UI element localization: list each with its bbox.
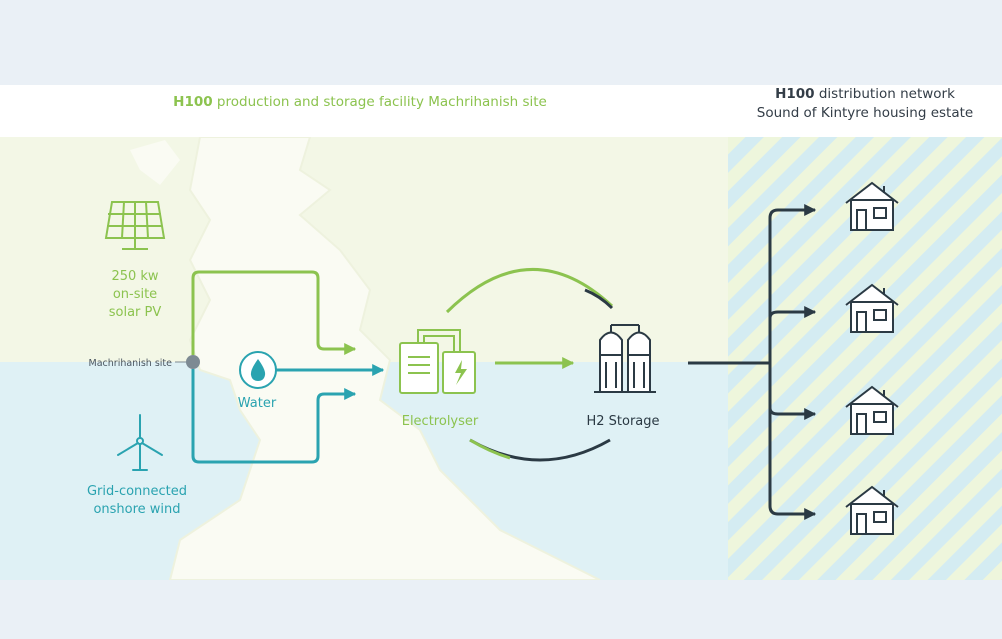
storage-label: H2 Storage bbox=[586, 414, 659, 429]
production-title-bold: H100 bbox=[173, 94, 213, 110]
electrolyser-label: Electrolyser bbox=[402, 414, 479, 429]
solar-panel-icon bbox=[104, 201, 166, 250]
solar-feed-line bbox=[191, 270, 357, 355]
distribution-title-bold: H100 bbox=[775, 86, 815, 102]
site-marker bbox=[186, 355, 200, 369]
distribution-title-rest: distribution network bbox=[818, 86, 955, 102]
solar-label-line-1: 250 kw bbox=[111, 269, 158, 284]
distribution-subtitle: Sound of Kintyre housing estate bbox=[756, 105, 974, 121]
top-margin bbox=[0, 0, 1002, 85]
upper-cycle-arc-end bbox=[584, 288, 614, 310]
house-icon bbox=[845, 283, 899, 333]
lower-cycle-arc-start bbox=[469, 438, 511, 460]
header-bar bbox=[0, 85, 1002, 137]
water-label: Water bbox=[238, 396, 277, 411]
h100-process-diagram: 250 kw on-site solar PV Grid-connected o… bbox=[0, 137, 1002, 580]
house-icon bbox=[845, 385, 899, 435]
storage-tanks-icon bbox=[594, 324, 656, 393]
wind-feed-line bbox=[191, 369, 357, 464]
production-site-title: H100 production and storage facility Mac… bbox=[0, 94, 720, 110]
water-drop-icon bbox=[239, 351, 277, 389]
site-label: Machrihanish site bbox=[89, 358, 173, 369]
wind-label-line-1: Grid-connected bbox=[87, 484, 187, 499]
britain-map-silhouette bbox=[168, 137, 601, 580]
electrolyser-icon bbox=[399, 329, 476, 394]
house-icon bbox=[845, 485, 899, 535]
bottom-margin bbox=[0, 580, 1002, 639]
upper-cycle-arc bbox=[445, 267, 614, 314]
house-icon bbox=[845, 181, 899, 231]
production-title-rest: production and storage facility Machriha… bbox=[216, 94, 547, 110]
wind-label-line-2: onshore wind bbox=[93, 502, 180, 517]
solar-label-line-3: solar PV bbox=[109, 305, 162, 320]
wind-turbine-icon bbox=[117, 414, 163, 471]
distribution-network-lines bbox=[688, 204, 817, 520]
island-shape bbox=[130, 140, 180, 185]
solar-label-line-2: on-site bbox=[113, 287, 157, 302]
distribution-title: H100 distribution network bbox=[728, 86, 1002, 102]
